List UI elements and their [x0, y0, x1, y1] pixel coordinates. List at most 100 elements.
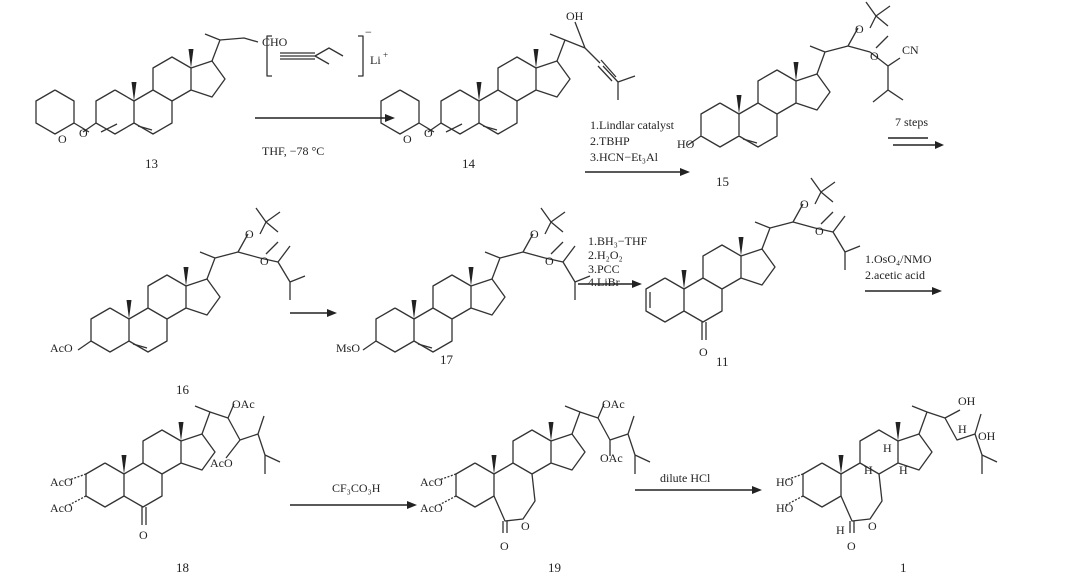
reagent-line: 2.H₂O₂ — [588, 248, 623, 262]
ketone-bond — [141, 507, 147, 525]
c3-oxygen-bond — [77, 340, 92, 351]
compound-label-15: 15 — [716, 174, 729, 189]
atom-label: HO — [677, 137, 695, 151]
lactone-carbonyl — [502, 521, 508, 533]
triple-bond — [597, 59, 617, 82]
atom-label: AcO — [50, 475, 73, 489]
atom-label: OAc — [600, 451, 623, 465]
c3-oxygen-bond — [427, 122, 442, 133]
wedge-bond — [178, 422, 184, 441]
wedge-bond — [126, 300, 132, 319]
compound-label-11: 11 — [716, 354, 729, 369]
reagent-line: 1.OsO₄/NMO — [865, 252, 932, 266]
reagent-line: 4.LiBr — [588, 275, 620, 289]
atom-labels: CHO O O OH O O O O CN HO O O AcO O O MsO… — [50, 9, 996, 553]
atom-label: O — [260, 254, 269, 268]
wedge-bond — [476, 82, 482, 101]
atom-label: MsO — [336, 341, 360, 355]
atom-label: O — [868, 519, 877, 533]
steroid-core — [375, 274, 506, 353]
wedge-bond — [736, 95, 742, 114]
reagent-step-5: 1.BH₃−THF 2.H₂O₂ 3.PCC 4.LiBr — [588, 234, 648, 289]
oxygen-bonds — [438, 473, 457, 506]
double-bond — [482, 125, 498, 131]
side-chain — [754, 221, 794, 250]
atom-label: O — [870, 49, 879, 63]
arrowhead — [327, 309, 337, 317]
atom-label: CN — [902, 43, 919, 57]
atom-label: O — [58, 132, 67, 146]
oxygen-bonds — [68, 473, 87, 506]
wedge-bond — [121, 455, 127, 474]
steroid-core — [802, 429, 933, 522]
atom-label: O — [139, 528, 148, 542]
c3-oxygen-bond — [687, 135, 702, 146]
atom-label: AcO — [50, 501, 73, 515]
ketone-bond — [701, 322, 707, 340]
compound-label-17: 17 — [440, 352, 454, 367]
wedge-bond — [533, 49, 539, 68]
atom-label: OAc — [602, 397, 625, 411]
reagent-line: 3.PCC — [588, 262, 620, 276]
atom-label: OH — [566, 9, 584, 23]
atom-label: O — [530, 227, 539, 241]
arrowhead — [752, 486, 762, 494]
lactone-carbonyl — [849, 521, 855, 533]
side-chain — [199, 251, 239, 280]
atom-label: H — [836, 523, 845, 537]
atom-label: O — [403, 132, 412, 146]
compound-labels: 13 14 15 16 17 11 18 19 1 — [145, 156, 907, 575]
side-chain — [911, 405, 998, 474]
atom-label: O — [847, 539, 856, 553]
double-bond — [132, 343, 148, 349]
reagent-lithium-acetylide: − Li + THF, −78 °C — [262, 25, 388, 158]
steroid-core — [645, 244, 776, 323]
atom-label: O — [424, 126, 433, 140]
atom-label: AcO — [210, 456, 233, 470]
wedge-bond — [188, 49, 194, 68]
side-chain2 — [869, 51, 904, 103]
compound-label-16: 16 — [176, 382, 190, 397]
wedge-bond — [468, 267, 474, 286]
reagent-line: 3.HCN−Et₃Al — [590, 150, 659, 164]
atom-label: O — [79, 126, 88, 140]
atom-label: O — [521, 519, 530, 533]
reagent-line: 1.BH₃−THF — [588, 234, 648, 248]
acetonide — [847, 1, 891, 53]
atom-label: O — [815, 224, 824, 238]
acetonide — [237, 207, 281, 259]
wedge-bond — [838, 455, 844, 474]
acetonide — [522, 207, 566, 259]
arrowhead — [385, 114, 395, 122]
arrowhead — [632, 280, 642, 288]
atom-label: AcO — [420, 475, 443, 489]
thp-ring — [35, 89, 118, 135]
reagent-step-8: dilute HCl — [660, 471, 711, 485]
steroid-core — [440, 56, 571, 135]
side-chain2 — [544, 245, 591, 300]
atom-label: O — [699, 345, 708, 359]
wedge-bond — [793, 62, 799, 81]
wedge-bond — [738, 237, 744, 256]
atom-label: HO — [776, 501, 794, 515]
side-chain — [484, 251, 524, 280]
compound-label-18: 18 — [176, 560, 189, 575]
side-chain — [549, 21, 636, 100]
charge-plus: + — [383, 50, 388, 60]
side-chain2 — [259, 245, 306, 300]
thp-ring — [380, 89, 463, 135]
compound-label-14: 14 — [462, 156, 476, 171]
reagent-step-6: 1.OsO₄/NMO 2.acetic acid — [865, 252, 932, 282]
atom-label: HO — [776, 475, 794, 489]
atom-label: O — [800, 197, 809, 211]
c3-oxygen-bond — [82, 122, 97, 133]
compound-label-13: 13 — [145, 156, 158, 171]
side-chain — [194, 403, 281, 474]
atom-label: OH — [978, 429, 996, 443]
atom-label: H — [883, 441, 892, 455]
atom-label: AcO — [420, 501, 443, 515]
atom-label: O — [500, 539, 509, 553]
double-bond — [742, 138, 758, 144]
atom-label: H — [899, 463, 908, 477]
